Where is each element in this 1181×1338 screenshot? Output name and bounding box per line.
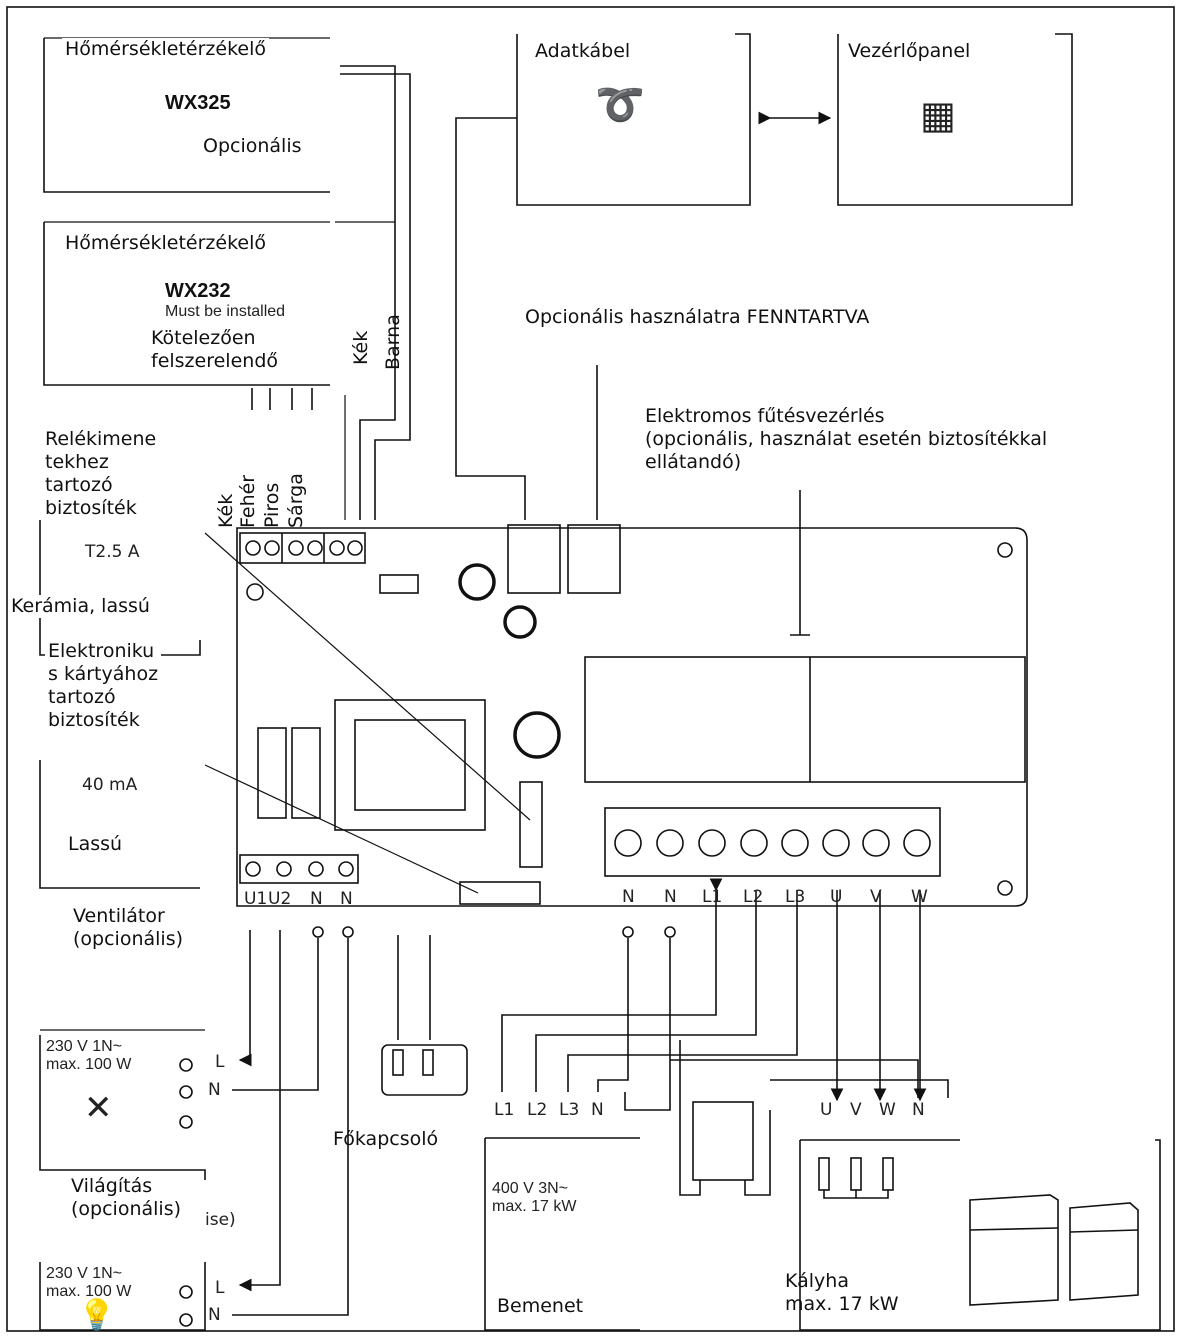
terminal-wire-blue: Kék [215,493,237,528]
main-board [236,527,1028,907]
relay-fuse-holder [519,781,543,868]
reserved-label: Opcionális használatra FENNTARTVA [525,306,870,328]
fan-n-label: N [208,1080,221,1100]
heater-box [799,1139,1161,1331]
light-l-label: L [215,1278,225,1298]
terminal-n2: N [340,889,353,909]
relay-fuse-box [39,520,201,656]
sensor2-note-original: Must be installed [165,303,286,320]
rj-socket-2 [567,524,621,594]
sensor1-title: Hőmérsékletérzékelő [62,38,270,61]
main-terminal-block [604,807,941,877]
sensor1-note: Opcionális [200,135,305,158]
input-terminal-l1: L1 [494,1100,515,1120]
transformer [334,699,486,831]
fan-icon: ✕ [84,1088,113,1128]
sensor2-model: WX232 [165,280,231,302]
fan-label: Ventilátor (opcionális) [70,905,187,951]
sensor2-note: Kötelezően felszerelendő [148,327,281,373]
terminal-wire-red: Piros [261,482,283,528]
fan-spec: 230 V 1N~ max. 100 W [46,1038,132,1073]
light-note-fragment: ise) [205,1210,236,1230]
input-terminal-l3: L3 [559,1100,580,1120]
light-box [39,1262,206,1331]
sensor1-model: WX325 [165,92,231,114]
light-label: Világítás (opcionális) [68,1175,185,1221]
terminal-u1: U1 [244,889,268,909]
sensor-wire-label-blue: Kék [350,330,372,365]
sensor1-wire-b [340,73,411,520]
heater-label: Kályha max. 17 kW [785,1270,899,1315]
heater-terminal-n: N [912,1100,925,1120]
control-panel-icon: ▦ [920,93,956,137]
main-terminal-v: V [870,887,882,907]
main-terminal-l1: L1 [702,887,723,907]
sensor2-box [43,222,330,386]
terminal-wire-white: Fehér [237,474,259,528]
relay-fuse-label: Relékimene tekhez tartozó biztosíték [45,428,157,519]
data-cable-wire [455,117,526,520]
heater-unit-large [969,1194,1059,1306]
main-switch-label: Főkapcsoló [333,1128,439,1150]
light-spec: 230 V 1N~ max. 100 W [46,1265,132,1300]
board-fuse-box [39,760,200,889]
main-terminal-w: W [911,887,928,907]
board-fuse-type: Lassú [68,833,123,855]
heater-terminal-u: U [820,1100,833,1120]
main-switch-body [381,1044,468,1096]
board-fuse-holder [459,881,541,905]
sensor1-wire-a [340,65,396,520]
main-terminal-l2: L2 [743,887,764,907]
main-terminal-l3: L3 [785,887,806,907]
sensor1-box [43,38,330,193]
data-cable-box [516,33,751,206]
main-terminal-n2: N [664,887,677,907]
main-terminal-n1: N [622,887,635,907]
fan-box [39,1035,206,1180]
heater-terminal-w: W [879,1100,896,1120]
control-panel-box [837,33,1073,206]
heater-terminal-v: V [850,1100,862,1120]
heating-line [790,490,810,636]
light-bulb-icon: 💡 [78,1298,116,1333]
outer-frame [6,6,1175,1332]
fan-l-label: L [215,1052,225,1072]
input-box [484,1138,640,1331]
data-cable-label: Adatkábel [532,40,634,63]
light-n-label: N [208,1305,221,1325]
board-fuse-rating: 40 mA [82,775,138,795]
cable-coil-icon: ➰ [595,82,645,128]
terminal-wire-yellow: Sárga [285,473,307,528]
input-terminal-n: N [591,1100,604,1120]
main-terminal-u: U [830,887,843,907]
board-fuse-label: Elektroniku s kártyához tartozó biztosít… [45,640,162,732]
terminal-u2: U2 [268,889,292,909]
sensor-wire-label-brown: Barna [382,314,404,370]
heater-unit-small [1069,1202,1139,1301]
relay-fuse-rating: T2.5 A [85,542,140,562]
relay-fuse-type: Kerámia, lassú [8,595,153,618]
relay-left [584,656,1026,783]
input-terminal-l2: L2 [527,1100,548,1120]
sensor2-title: Hőmérsékletérzékelő [62,232,270,255]
rj-socket-1 [507,524,561,594]
input-spec: 400 V 3N~ max. 17 kW [492,1180,577,1215]
terminal-n1: N [310,889,323,909]
heating-control-label: Elektromos fűtésvezérlés (opcionális, ha… [645,405,1048,473]
input-label: Bemenet [497,1295,584,1317]
earth-terminal [692,1101,754,1181]
control-panel-label: Vezérlőpanel [845,40,974,63]
